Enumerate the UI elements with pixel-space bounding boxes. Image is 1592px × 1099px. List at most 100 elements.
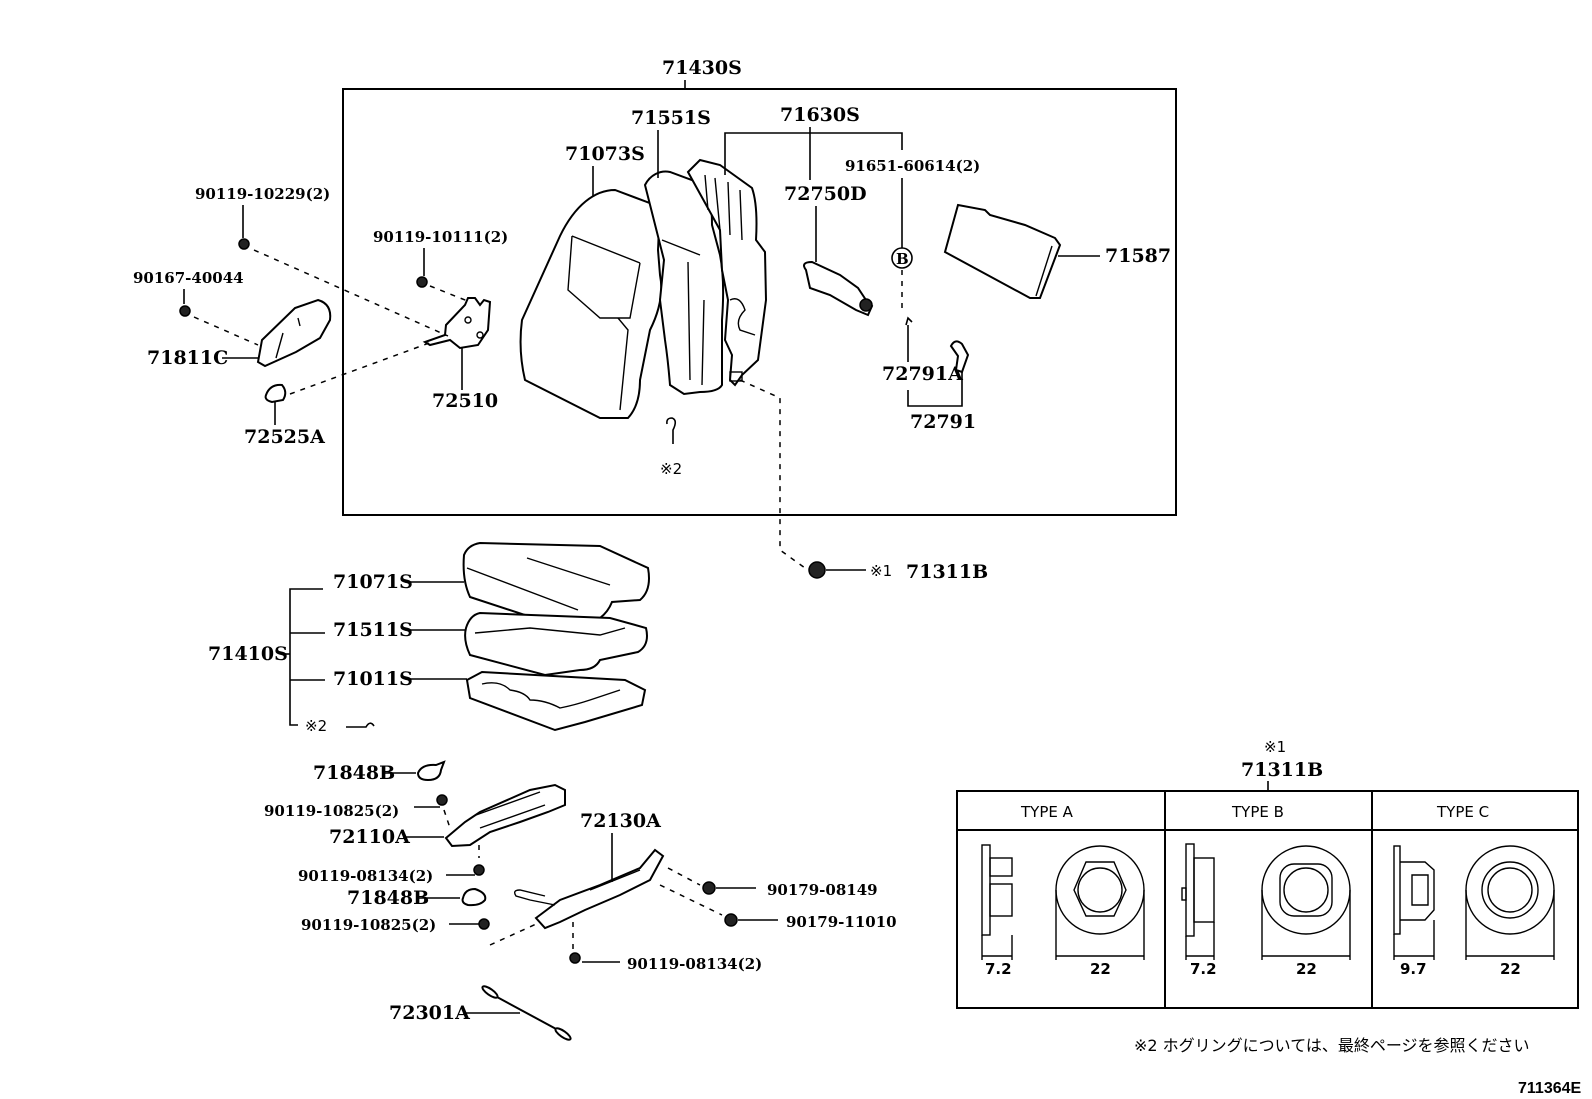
dash-screw-cover <box>193 316 259 346</box>
table-part-label[interactable]: 71311B <box>1241 759 1323 781</box>
track-cover-upper-icon[interactable] <box>416 760 446 782</box>
bolt-hinge-icon <box>416 276 428 288</box>
type-b-thickness: 7.2 <box>1190 960 1217 978</box>
label-track-bolt-upper[interactable]: 90119-10825(2) <box>264 802 399 820</box>
label-cushion-cover[interactable]: 71071S <box>333 571 413 593</box>
label-track-bolt-mid[interactable]: 90119-08134(2) <box>298 867 433 885</box>
track-cover-lower-icon[interactable] <box>461 887 487 907</box>
type-c-thickness: 9.7 <box>1400 960 1427 978</box>
recliner-adjuster[interactable] <box>803 260 874 317</box>
type-a-front-view <box>1055 845 1145 935</box>
label-seatback-assembly[interactable]: 71430S <box>662 57 742 79</box>
label-screw-cover[interactable]: 90167-40044 <box>133 269 244 287</box>
type-b-side-view <box>1181 843 1215 937</box>
recliner-adjuster-shape <box>803 260 874 317</box>
cushion-cover[interactable] <box>462 541 650 622</box>
back-board[interactable] <box>943 203 1062 299</box>
hinge-bracket[interactable] <box>422 297 492 350</box>
clip-table-frame <box>956 790 1579 1009</box>
seatback-pad-detail <box>661 239 705 386</box>
dash-track-nut-1 <box>667 867 701 886</box>
bracket-cushion-assembly <box>289 588 325 726</box>
type-c-dimensions <box>1393 890 1555 960</box>
type-a-thickness: 7.2 <box>985 960 1012 978</box>
label-back-board[interactable]: 71587 <box>1105 245 1171 267</box>
label-track-adjuster-outer[interactable]: 72130A <box>580 810 661 832</box>
seatback-assembly-box <box>342 88 1177 516</box>
bolt-upper-icon <box>238 238 250 250</box>
type-a-diameter: 22 <box>1090 960 1111 978</box>
label-hinge-cover[interactable]: 71811C <box>147 347 228 369</box>
track-spring[interactable] <box>481 984 572 1041</box>
recliner-knob[interactable] <box>264 383 287 404</box>
label-cushion-pad[interactable]: 71511S <box>333 619 413 641</box>
label-hog-ring-seatback[interactable]: ※2 <box>660 460 682 478</box>
track-adjuster-inner-detail <box>475 791 546 829</box>
recliner-knob-shape <box>264 383 287 404</box>
label-track-nut-2[interactable]: 90179-11010 <box>786 913 897 931</box>
release-handle[interactable] <box>949 340 970 374</box>
label-track-spring[interactable]: 72301A <box>389 1002 470 1024</box>
track-spring-body <box>496 996 559 1031</box>
track-adjuster-inner[interactable] <box>444 783 566 848</box>
hinge-cover[interactable] <box>256 298 332 368</box>
label-hinge[interactable]: 72510 <box>432 390 498 412</box>
bracket-cable-assy <box>907 372 963 407</box>
back-board-shape <box>943 203 1062 299</box>
label-frame-assy[interactable]: 71630S <box>780 104 860 126</box>
dash-track-bolt-lower <box>489 919 546 946</box>
label-track-adjuster-inner[interactable]: 72110A <box>329 826 410 848</box>
seatback-pad[interactable] <box>643 170 725 396</box>
clip-icon[interactable] <box>808 561 826 579</box>
label-cushion-assembly[interactable]: 71410S <box>208 643 288 665</box>
hinge-bracket-shape <box>422 297 492 350</box>
label-cable[interactable]: 72791A <box>882 363 963 385</box>
type-b-label: TYPE B <box>1231 803 1284 821</box>
label-screw[interactable]: 91651-60614(2) <box>845 157 980 175</box>
label-cable-assy[interactable]: 72791 <box>910 411 976 433</box>
ref-mark-circle <box>891 247 913 269</box>
hinge-hole-2 <box>476 331 484 339</box>
label-seatback-cover[interactable]: 71073S <box>565 143 645 165</box>
track-bolt-upper-icon <box>436 794 448 806</box>
label-knob[interactable]: 72525A <box>244 426 325 448</box>
label-seatback-pad[interactable]: 71551S <box>631 107 711 129</box>
dash-track-bolt-upper <box>443 809 451 829</box>
type-b-front-view <box>1261 845 1351 935</box>
label-track-cover-upper[interactable]: 71848B <box>313 762 395 784</box>
label-track-bolt-lower[interactable]: 90119-10825(2) <box>301 916 436 934</box>
label-clip[interactable]: 71311B <box>906 561 988 583</box>
label-track-nut-1[interactable]: 90179-08149 <box>767 881 878 899</box>
label-cushion-frame[interactable]: 71011S <box>333 668 413 690</box>
dash-bolt-upper <box>253 249 449 337</box>
cushion-pad[interactable] <box>464 611 648 677</box>
bracket-frame-assy <box>724 132 903 175</box>
seatback-frame[interactable] <box>686 158 768 387</box>
release-handle-shape <box>949 340 970 374</box>
track-bolt-lower-icon <box>478 918 490 930</box>
type-a-dimensions <box>981 890 1145 960</box>
dash-clip <box>739 379 806 569</box>
clip-type-table: ※1 <box>1264 738 1286 756</box>
label-recliner-adjuster[interactable]: 72750D <box>784 183 867 205</box>
seatback-cover-panel <box>567 235 641 319</box>
seatback-cover[interactable] <box>519 188 663 419</box>
table-note-mark: ※1 <box>1264 738 1286 756</box>
label-bolt-upper[interactable]: 90119-10229(2) <box>195 185 330 203</box>
label-track-cover-lower[interactable]: 71848B <box>347 887 429 909</box>
track-spring-end-1 <box>481 985 499 999</box>
cable-hook <box>905 316 913 326</box>
screw-cover-icon <box>179 305 191 317</box>
label-hog-ring-cushion[interactable]: ※2 <box>305 717 327 735</box>
type-c-side-view <box>1393 845 1435 935</box>
dash-knob <box>289 341 433 395</box>
label-bolt-hinge[interactable]: 90119-10111(2) <box>373 228 508 246</box>
cushion-frame[interactable] <box>465 670 647 732</box>
figure-code: 711364E <box>1518 1080 1582 1097</box>
label-track-bolt-bottom[interactable]: 90119-08134(2) <box>627 955 762 973</box>
track-adjuster-outer[interactable] <box>513 848 665 930</box>
hinge-cover-detail <box>275 317 301 359</box>
recliner-adjuster-hub <box>859 298 873 312</box>
hinge-hole-1 <box>464 316 472 324</box>
